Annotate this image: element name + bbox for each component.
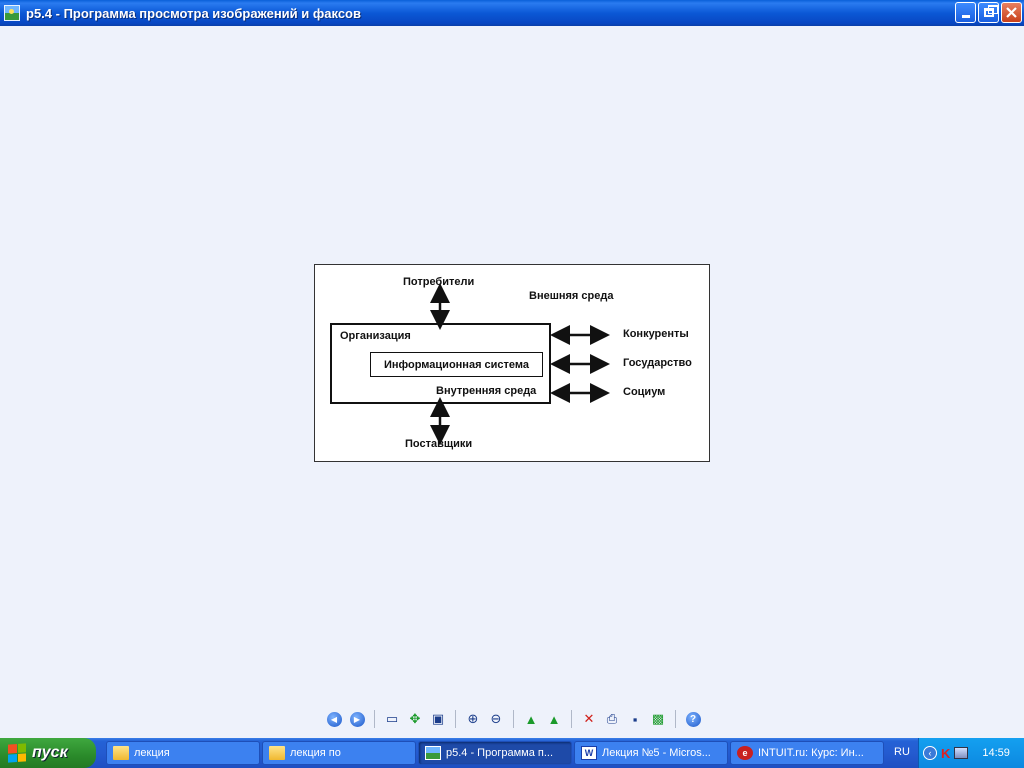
start-label: пуск bbox=[32, 744, 68, 761]
slideshow-button[interactable]: ▣ bbox=[428, 709, 448, 729]
taskbar-item-browser[interactable]: e INTUIT.ru: Курс: Ин... bbox=[730, 741, 884, 765]
minimize-icon bbox=[961, 15, 970, 18]
diagram-arrows bbox=[430, 283, 610, 445]
taskbar-item-image-viewer[interactable]: р5.4 - Программа п... bbox=[418, 741, 572, 765]
toolbar-separator bbox=[675, 710, 676, 728]
print-icon: ⎙ bbox=[606, 711, 618, 726]
label-competitors: Конкуренты bbox=[623, 328, 689, 340]
previous-icon: ◀ bbox=[326, 711, 342, 727]
toolbar-separator bbox=[571, 710, 572, 728]
rotate-clockwise-button[interactable]: ▲ bbox=[521, 709, 541, 729]
delete-icon: ✕ bbox=[583, 711, 595, 726]
windows-logo-icon bbox=[8, 743, 26, 763]
label-society: Социум bbox=[623, 386, 666, 398]
label-external-environment: Внешняя среда bbox=[529, 290, 614, 302]
window-controls bbox=[955, 2, 1022, 23]
folder-icon bbox=[113, 746, 129, 760]
edit-image-button[interactable]: ▩ bbox=[648, 709, 668, 729]
toolbar-separator bbox=[513, 710, 514, 728]
taskbar-item-folder-lekciya[interactable]: лекция bbox=[106, 741, 260, 765]
show-hidden-icons-button[interactable]: ‹ bbox=[923, 746, 937, 760]
taskbar-item-word[interactable]: W Лекция №5 - Micros... bbox=[574, 741, 728, 765]
label-information-system: Информационная система bbox=[383, 358, 530, 371]
taskbar-item-label: Лекция №5 - Micros... bbox=[602, 747, 711, 759]
minimize-button[interactable] bbox=[955, 2, 976, 23]
taskbar-item-label: р5.4 - Программа п... bbox=[446, 747, 553, 759]
close-button[interactable] bbox=[1001, 2, 1022, 23]
next-icon: ▶ bbox=[349, 711, 365, 727]
label-suppliers: Поставщики bbox=[405, 438, 473, 450]
restore-icon bbox=[983, 5, 998, 17]
next-image-button[interactable]: ▶ bbox=[347, 709, 367, 729]
title-bar: р5.4 - Программа просмотра изображений и… bbox=[0, 0, 1024, 26]
print-button[interactable]: ⎙ bbox=[602, 709, 622, 729]
help-icon: ? bbox=[685, 711, 701, 727]
rotate-clockwise-icon: ▲ bbox=[524, 711, 538, 727]
rotate-counterclockwise-button[interactable]: ▲ bbox=[544, 709, 564, 729]
taskbar-item-label: INTUIT.ru: Курс: Ин... bbox=[758, 747, 864, 759]
slideshow-icon: ▣ bbox=[431, 711, 445, 726]
clock: 14:59 bbox=[982, 747, 1010, 759]
toolbar-separator bbox=[374, 710, 375, 728]
restore-button[interactable] bbox=[978, 2, 999, 23]
actual-size-button[interactable]: ✥ bbox=[405, 709, 425, 729]
organization-box: Организация Информационная система Внутр… bbox=[330, 323, 551, 404]
label-internal-environment: Внутренняя среда bbox=[436, 385, 537, 397]
save-icon: ▪ bbox=[632, 711, 638, 727]
image-viewer-icon bbox=[425, 746, 441, 760]
antivirus-icon[interactable]: K bbox=[941, 745, 951, 761]
word-icon: W bbox=[581, 746, 597, 760]
previous-image-button[interactable]: ◀ bbox=[324, 709, 344, 729]
actual-size-icon: ✥ bbox=[409, 711, 421, 726]
window-title: р5.4 - Программа просмотра изображений и… bbox=[26, 5, 361, 21]
best-fit-button[interactable]: ▭ bbox=[382, 709, 402, 729]
zoom-in-button[interactable]: ⊕ bbox=[463, 709, 483, 729]
start-button[interactable]: пуск bbox=[0, 738, 96, 768]
language-indicator[interactable]: RU bbox=[894, 746, 910, 758]
help-button[interactable]: ? bbox=[683, 709, 703, 729]
taskbar-item-label: лекция bbox=[134, 747, 170, 759]
diagram-image: Потребители Внешняя среда Организация Ин… bbox=[314, 264, 710, 462]
rotate-counterclockwise-icon: ▲ bbox=[547, 711, 561, 727]
best-fit-icon: ▭ bbox=[385, 711, 399, 726]
network-icon[interactable] bbox=[954, 747, 969, 759]
taskbar: пуск лекция лекция по р5.4 - Программа п… bbox=[0, 738, 1024, 768]
label-state: Государство bbox=[623, 357, 692, 369]
zoom-out-button[interactable]: ⊖ bbox=[486, 709, 506, 729]
folder-icon bbox=[269, 746, 285, 760]
close-icon bbox=[1006, 7, 1017, 18]
browser-icon: e bbox=[737, 746, 753, 760]
image-area: Потребители Внешняя среда Организация Ин… bbox=[0, 26, 1024, 706]
label-consumers: Потребители bbox=[403, 276, 475, 288]
image-viewer-icon bbox=[4, 5, 20, 21]
edit-icon: ▩ bbox=[651, 711, 665, 726]
delete-button[interactable]: ✕ bbox=[579, 709, 599, 729]
label-organization: Организация bbox=[340, 330, 411, 342]
toolbar-separator bbox=[455, 710, 456, 728]
taskbar-item-folder-lekciya-po[interactable]: лекция по bbox=[262, 741, 416, 765]
information-system-box: Информационная система bbox=[370, 352, 543, 377]
taskbar-item-label: лекция по bbox=[290, 747, 341, 759]
system-tray: ‹ K 14:59 bbox=[918, 738, 1024, 768]
save-button[interactable]: ▪ bbox=[625, 709, 645, 729]
zoom-out-icon: ⊖ bbox=[490, 711, 502, 726]
zoom-in-icon: ⊕ bbox=[467, 711, 479, 726]
viewer-toolbar: ◀ ▶ ▭ ✥ ▣ ⊕ ⊖ ▲ ▲ ✕ ⎙ ▪ ▩ ? bbox=[324, 708, 703, 730]
